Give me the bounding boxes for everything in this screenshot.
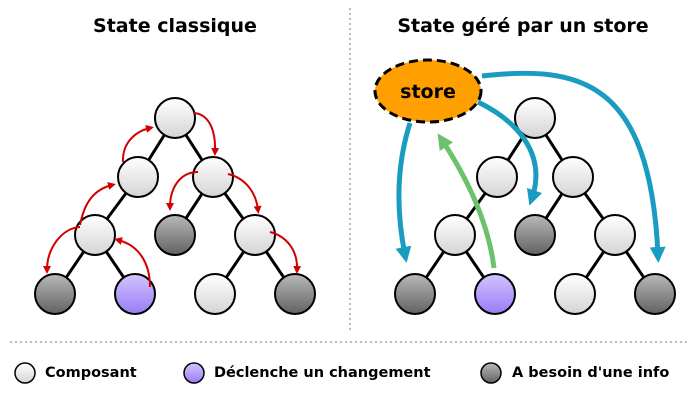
left-diagram-title: State classique (93, 15, 257, 37)
right-diagram-title: State géré par un store (397, 15, 648, 37)
red-arrow (227, 173, 262, 214)
legend-item-needs-info: A besoin d'une info (480, 362, 669, 384)
component-node (117, 156, 159, 198)
needs-info-node (514, 214, 556, 256)
component-node (194, 273, 236, 315)
needs-info-node (274, 273, 316, 315)
legend: Composant Déclenche un changement A beso… (14, 362, 669, 384)
needs-info-node (34, 273, 76, 315)
legend-item-component: Composant (14, 362, 137, 384)
red-arrow (166, 171, 199, 211)
store-node: store (373, 58, 483, 124)
red-arrow (269, 231, 302, 274)
component-node (594, 214, 636, 256)
legend-label-component: Composant (45, 365, 137, 381)
blue-arrow (481, 70, 666, 263)
component-node (234, 214, 276, 256)
component-node (192, 156, 234, 198)
left-tree-edges (53, 117, 297, 295)
red-propagation-arrows (43, 112, 302, 288)
legend-swatch-trigger (183, 362, 205, 384)
legend-item-trigger: Déclenche un changement (183, 362, 431, 384)
store-label: store (400, 81, 456, 103)
red-arrow (79, 182, 116, 226)
legend-swatch-needs-info (480, 362, 502, 384)
blue-arrow (395, 122, 413, 263)
blue-arrow (476, 99, 543, 206)
legend-label-needs-info: A besoin d'une info (512, 365, 669, 381)
trigger-change-node (474, 273, 516, 315)
blue-subscription-arrows (395, 70, 666, 263)
trigger-change-node (114, 273, 156, 315)
component-node (514, 97, 556, 139)
legend-swatch-component (14, 362, 36, 384)
store-ellipse (373, 58, 483, 124)
component-node (74, 214, 116, 256)
needs-info-node (394, 273, 436, 315)
red-arrow (193, 112, 220, 156)
component-node (476, 156, 518, 198)
right-tree-edges (413, 117, 657, 295)
component-node (154, 97, 196, 139)
needs-info-node (154, 214, 196, 256)
green-update-arrow (437, 133, 497, 269)
component-node (552, 156, 594, 198)
needs-info-node (634, 273, 676, 315)
red-arrow (114, 237, 151, 288)
left-tree (34, 97, 316, 315)
right-tree: store (373, 58, 676, 315)
component-node (554, 273, 596, 315)
legend-label-trigger: Déclenche un changement (214, 365, 431, 381)
red-arrow (121, 125, 154, 163)
component-node (434, 214, 476, 256)
red-arrow (43, 226, 81, 274)
